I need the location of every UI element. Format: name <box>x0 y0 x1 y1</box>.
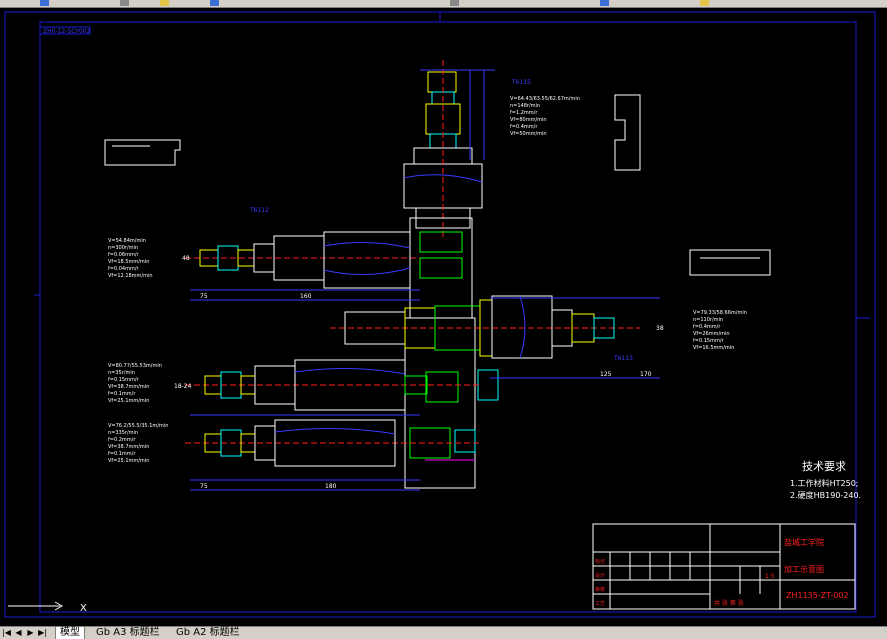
svg-text:X: X <box>80 603 87 614</box>
svg-text:审核: 审核 <box>595 586 605 593</box>
spec-left-1: V=54.84m/min n=300r/min f=0.06mm/r Vf=18… <box>108 238 153 279</box>
title-block-number: ZH1135-ZT-002 <box>786 591 849 600</box>
tech-req-title: 技术要求 <box>802 460 846 473</box>
svg-text:n=110r/min: n=110r/min <box>693 317 723 323</box>
title-block <box>592 523 856 610</box>
svg-text:V=64.43/63.55/62.67m/min: V=64.43/63.55/62.67m/min <box>510 96 580 102</box>
svg-text:75: 75 <box>200 483 208 490</box>
svg-text:Vf=12.18mm/min: Vf=12.18mm/min <box>108 273 153 279</box>
station-label: 38 <box>656 325 664 332</box>
station-label: 18-24 <box>174 383 192 390</box>
svg-text:f=0.2mm/r: f=0.2mm/r <box>108 437 136 443</box>
station-label: 48 <box>182 255 190 262</box>
first-tab-button[interactable]: |◀ <box>2 628 11 637</box>
detail-view-right <box>614 94 641 171</box>
drawing-canvas[interactable]: ZH0-12-SCY002 T6115 V=64.43/63.55/62.67m… <box>0 8 887 626</box>
toolbar-button[interactable] <box>210 0 219 6</box>
toolbar-button[interactable] <box>450 0 459 6</box>
svg-text:f=0.04mm/r: f=0.04mm/r <box>108 266 140 272</box>
svg-text:75: 75 <box>200 293 208 300</box>
part-label: T6115 <box>511 79 531 86</box>
svg-text:V=80.77/55.53m/min: V=80.77/55.53m/min <box>108 363 162 369</box>
next-tab-button[interactable]: ▶ <box>27 628 34 637</box>
svg-text:180: 180 <box>325 483 337 490</box>
detail-view-right-mid <box>689 249 771 276</box>
housing <box>404 217 499 489</box>
svg-text:Vf=25.1mm/min: Vf=25.1mm/min <box>108 398 149 404</box>
title-block-school: 盐城工学院 <box>784 537 824 547</box>
toolbar-button[interactable] <box>700 0 709 6</box>
svg-text:f=0.15mm/r: f=0.15mm/r <box>693 338 725 344</box>
top-spindle <box>403 60 495 240</box>
part-label: T6112 <box>249 207 269 214</box>
title-block-rows: 标记 设计 审核 工艺 <box>595 558 605 607</box>
tab-layout-a2[interactable]: Gb A2 标题栏 <box>176 627 240 638</box>
title-block-sheet: 共 张 第 张 <box>714 599 744 607</box>
spindle-left-1 <box>185 231 420 301</box>
part-label: T6113 <box>613 355 633 362</box>
svg-text:Vf=25.1mm/min: Vf=25.1mm/min <box>108 458 149 464</box>
toolbar <box>0 0 887 8</box>
svg-text:Vf=18.5mm/min: Vf=18.5mm/min <box>108 259 149 265</box>
svg-text:设计: 设计 <box>595 572 605 579</box>
svg-text:f=0.4mm/r: f=0.4mm/r <box>510 124 538 130</box>
svg-text:f=0.06mm/r: f=0.06mm/r <box>108 252 140 258</box>
svg-text:Vf=38.7mm/min: Vf=38.7mm/min <box>108 444 149 450</box>
svg-text:V=76.2/55.5/35.1m/min: V=76.2/55.5/35.1m/min <box>108 423 168 429</box>
detail-view-left <box>104 139 181 166</box>
svg-text:V=79.33/58.66m/min: V=79.33/58.66m/min <box>693 310 747 316</box>
svg-text:160: 160 <box>300 293 312 300</box>
layout-tab-bar: |◀ ◀ ▶ ▶| 模型 Gb A3 标题栏 Gb A2 标题栏 <box>0 626 887 639</box>
title-block-name: 加工示意图 <box>784 564 824 574</box>
svg-text:V=54.84m/min: V=54.84m/min <box>108 238 146 244</box>
svg-text:工艺: 工艺 <box>595 601 605 607</box>
ucs-icon: X <box>8 601 87 614</box>
svg-text:Vf=38.7mm/min: Vf=38.7mm/min <box>108 384 149 390</box>
svg-text:n=300r/min: n=300r/min <box>108 245 138 251</box>
svg-text:标记: 标记 <box>595 558 605 565</box>
svg-text:n=148r/min: n=148r/min <box>510 103 540 109</box>
toolbar-button[interactable] <box>120 0 129 6</box>
title-block-scale: 1:5 <box>765 573 775 580</box>
spindle-mid <box>330 295 660 379</box>
spec-left-2: V=80.77/55.53m/min n=35r/min f=0.15mm/r … <box>108 363 162 404</box>
svg-text:n=335r/min: n=335r/min <box>108 430 138 436</box>
svg-text:Vf=26mm/min: Vf=26mm/min <box>693 331 730 337</box>
svg-text:Vf=16.5mm/min: Vf=16.5mm/min <box>693 345 734 351</box>
spindle-left-3 <box>185 419 480 491</box>
svg-text:f=0.1mm/r: f=0.1mm/r <box>108 391 136 397</box>
svg-text:125: 125 <box>600 371 612 378</box>
drawing-border-inner <box>39 21 857 613</box>
svg-text:170: 170 <box>640 371 652 378</box>
tab-model[interactable]: 模型 <box>55 627 85 639</box>
toolbar-button[interactable] <box>160 0 169 6</box>
spec-right: V=79.33/58.66m/min n=110r/min f=0.4mm/r … <box>693 310 747 351</box>
spec-left-3: V=76.2/55.5/35.1m/min n=335r/min f=0.2mm… <box>108 423 168 464</box>
spindle-left-2 <box>185 359 480 416</box>
toolbar-button[interactable] <box>600 0 609 6</box>
svg-text:Vf=80mm/min: Vf=80mm/min <box>510 117 547 123</box>
last-tab-button[interactable]: ▶| <box>38 628 47 637</box>
prev-tab-button[interactable]: ◀ <box>15 628 22 637</box>
svg-text:f=0.15mm/r: f=0.15mm/r <box>108 377 140 383</box>
drawing-stamp-box <box>39 26 91 35</box>
svg-text:f=0.4mm/r: f=0.4mm/r <box>693 324 721 330</box>
tab-layout-a3[interactable]: Gb A3 标题栏 <box>96 627 160 638</box>
toolbar-button[interactable] <box>40 0 49 6</box>
svg-text:Vf=50mm/min: Vf=50mm/min <box>510 131 547 137</box>
svg-text:n=35r/min: n=35r/min <box>108 370 135 376</box>
drawing-stamp: ZH0-12-SCY002 <box>43 28 91 35</box>
tech-req-line: 1.工作材料HT250; <box>790 478 859 488</box>
dimension-labels: 75 160 75 180 125 170 <box>200 293 652 490</box>
tech-req-line: 2.硬度HB190-240. <box>790 490 861 500</box>
svg-text:f=1.2mm/r: f=1.2mm/r <box>510 110 538 116</box>
svg-text:f=0.1mm/r: f=0.1mm/r <box>108 451 136 457</box>
spec-top: V=64.43/63.55/62.67m/min n=148r/min f=1.… <box>510 96 580 137</box>
